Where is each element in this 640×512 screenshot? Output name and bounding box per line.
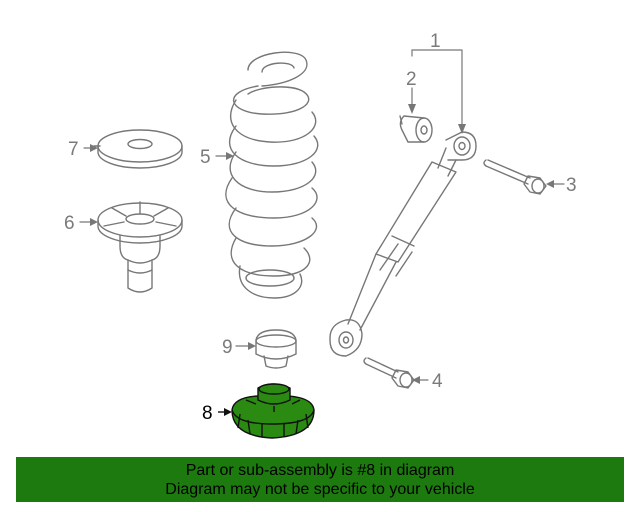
part-8-lower-spring-seat[interactable] xyxy=(218,383,315,439)
part-2-upper-bushing[interactable] xyxy=(399,115,433,143)
part-3-upper-bolt[interactable] xyxy=(483,159,547,195)
part-1-shock-absorber[interactable] xyxy=(329,131,477,357)
callout-1: 1 xyxy=(430,31,441,52)
part-9-bump-stop[interactable] xyxy=(255,329,297,369)
callout-8: 8 xyxy=(202,403,213,424)
part-6-bump-stop-mount[interactable] xyxy=(97,201,183,293)
callout-3: 3 xyxy=(566,175,577,196)
callout-6: 6 xyxy=(64,213,75,234)
callout-5: 5 xyxy=(200,147,211,168)
parts-diagram xyxy=(79,49,565,439)
leader-lines xyxy=(79,49,565,381)
info-banner: Part or sub-assembly is #8 in diagram Di… xyxy=(16,457,624,502)
callout-4: 4 xyxy=(432,371,443,392)
callout-7: 7 xyxy=(68,139,79,160)
callout-9: 9 xyxy=(222,337,233,358)
part-5-coil-spring[interactable] xyxy=(225,51,319,299)
banner-line-disclaimer: Diagram may not be specific to your vehi… xyxy=(165,481,475,498)
part-7-upper-spring-pad[interactable] xyxy=(93,129,183,169)
leader-arrowheads xyxy=(90,104,554,384)
banner-line-part-number: Part or sub-assembly is #8 in diagram xyxy=(185,462,455,479)
callout-2: 2 xyxy=(406,69,417,90)
part-4-lower-bolt[interactable] xyxy=(363,357,415,389)
